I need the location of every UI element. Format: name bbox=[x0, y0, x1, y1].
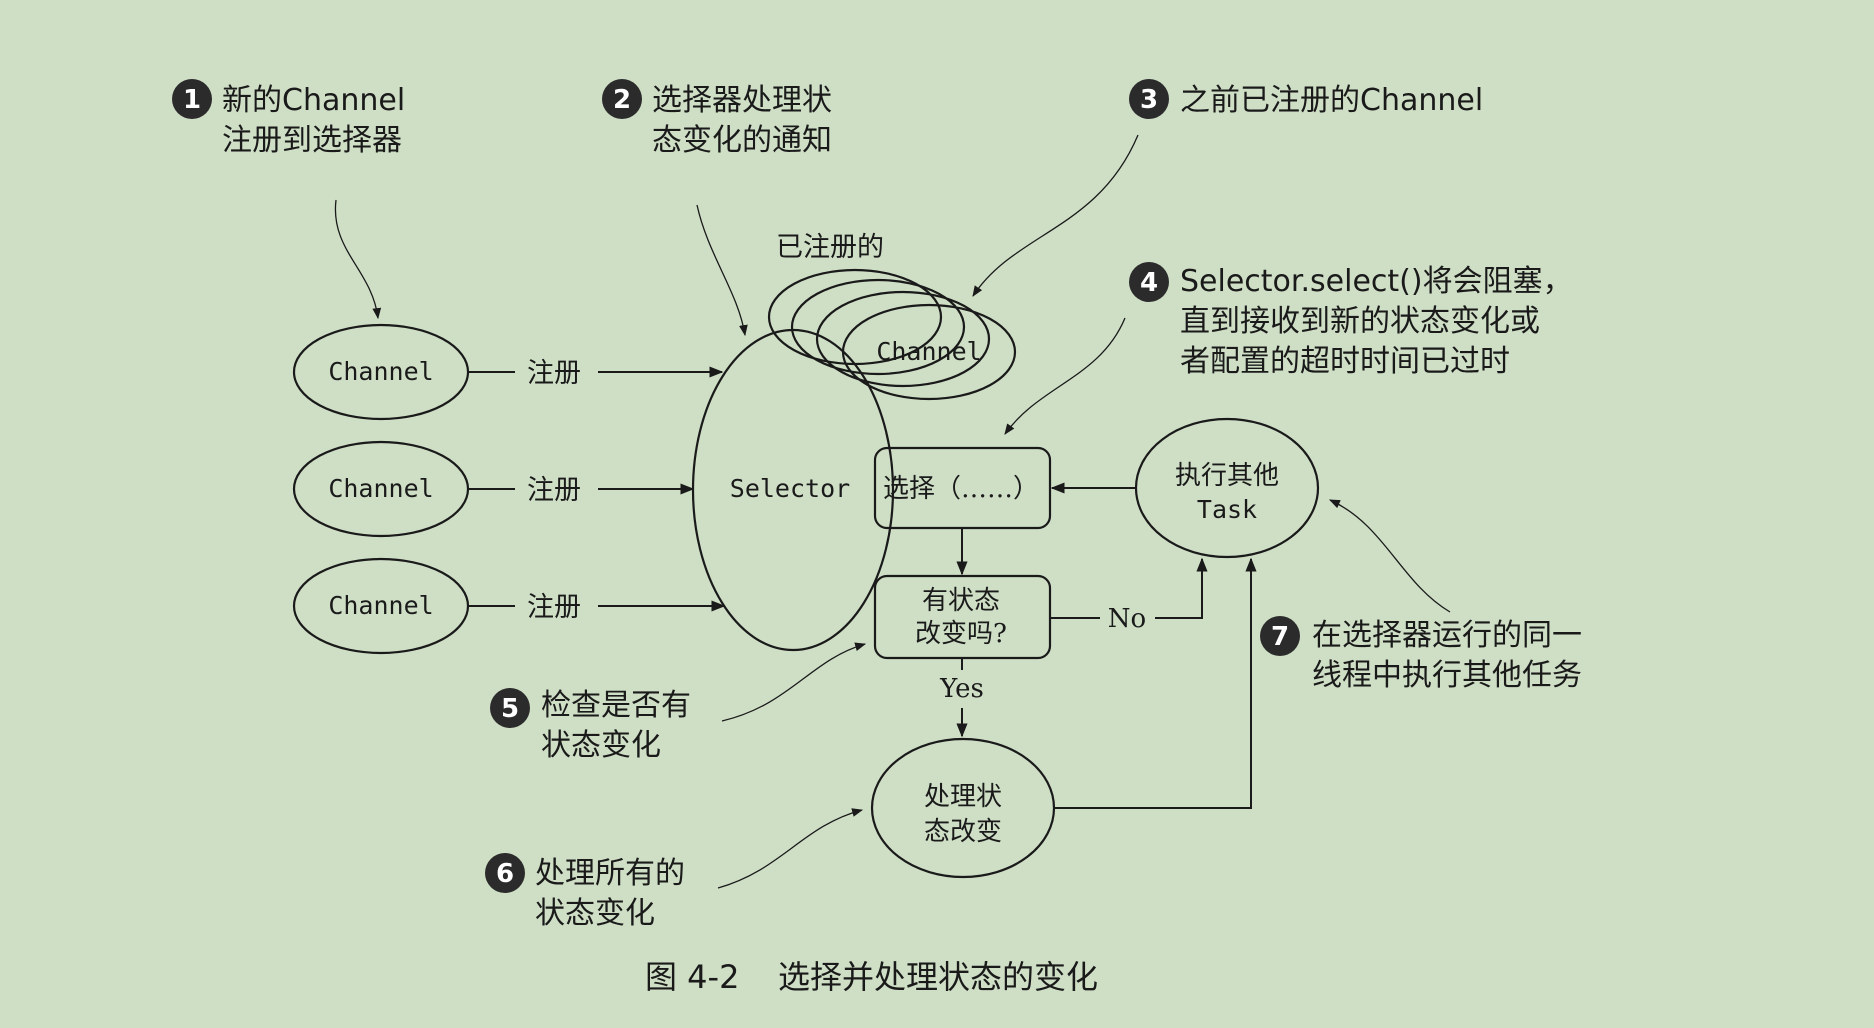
callout-6-badge bbox=[485, 853, 525, 893]
callout-3-badge bbox=[1129, 79, 1169, 119]
callout-5-number: 5 bbox=[501, 694, 519, 724]
callout-7: 7 在选择器运行的同一 线程中执行其他任务 bbox=[1260, 499, 1582, 693]
callout-7-badge bbox=[1260, 616, 1300, 656]
process-state-line1: 处理状 bbox=[924, 782, 1002, 812]
yes-edge: Yes bbox=[939, 658, 984, 738]
callout-3-pointer bbox=[972, 134, 1139, 297]
callout-7-line2: 线程中执行其他任务 bbox=[1312, 658, 1582, 693]
caption-label: 图 4-2 bbox=[645, 958, 739, 996]
process-to-task-arrow bbox=[1054, 557, 1257, 809]
callout-7-number: 7 bbox=[1271, 622, 1289, 652]
state-change-check-line2: 改变吗? bbox=[915, 619, 1007, 649]
callout-3-line1: 之前已注册的Channel bbox=[1180, 83, 1483, 118]
callout-7-line1: 在选择器运行的同一 bbox=[1312, 618, 1582, 653]
callout-2-line1: 选择器处理状 bbox=[652, 83, 832, 118]
callout-4-badge bbox=[1129, 262, 1169, 302]
no-edge-line-b bbox=[1155, 557, 1208, 619]
callout-4-line3: 者配置的超时时间已过时 bbox=[1180, 344, 1510, 379]
callout-1: 1 新的Channel 注册到选择器 bbox=[172, 79, 405, 320]
registered-channel-layer-2 bbox=[790, 278, 966, 376]
callout-4-pointer bbox=[1004, 317, 1126, 435]
channel-2-label: Channel bbox=[328, 474, 433, 503]
other-task-line1: 执行其他 bbox=[1175, 461, 1279, 491]
callout-2-number: 2 bbox=[613, 85, 631, 115]
channel-1-label: Channel bbox=[328, 357, 433, 386]
callout-1-line1: 新的Channel bbox=[222, 83, 405, 118]
callout-7-pointer bbox=[1328, 499, 1451, 613]
registered-channel-front bbox=[841, 303, 1017, 401]
channel-3: Channel bbox=[292, 557, 470, 655]
select-box-label: 选择（……） bbox=[883, 474, 1039, 504]
callout-2-badge bbox=[602, 79, 642, 119]
callout-2-pointer bbox=[696, 204, 748, 337]
register-edge-1-label: 注册 bbox=[527, 358, 581, 389]
yes-edge-label: Yes bbox=[939, 674, 984, 704]
channel-3-label: Channel bbox=[328, 591, 433, 620]
register-edge-3-label: 注册 bbox=[527, 592, 581, 623]
callout-3: 3 之前已注册的Channel bbox=[972, 79, 1483, 297]
register-edge-3: 注册 bbox=[468, 592, 726, 623]
process-state-line2: 态改变 bbox=[924, 817, 1002, 847]
register-edge-2: 注册 bbox=[468, 475, 695, 506]
caption-text: 选择并处理状态的变化 bbox=[778, 958, 1098, 996]
register-edge-1: 注册 bbox=[468, 358, 724, 389]
figure-caption: 图 4-2 选择并处理状态的变化 bbox=[645, 958, 1098, 996]
channel-2: Channel bbox=[292, 440, 470, 538]
registered-channel-label: Channel bbox=[876, 337, 981, 366]
callout-5-pointer bbox=[721, 642, 867, 722]
callout-2-line2: 态变化的通知 bbox=[652, 123, 832, 158]
callout-4-number: 4 bbox=[1140, 268, 1158, 298]
callout-2: 2 选择器处理状 态变化的通知 bbox=[602, 79, 832, 337]
other-task-line2: Task bbox=[1197, 495, 1257, 524]
callout-6-line1: 处理所有的 bbox=[535, 856, 685, 891]
callout-1-number: 1 bbox=[183, 85, 201, 115]
no-edge: No bbox=[1050, 557, 1208, 634]
callout-5-line2: 状态变化 bbox=[541, 728, 661, 763]
callout-4: 4 Selector.select()将会阻塞， 直到接收到新的状态变化或 者配… bbox=[1004, 262, 1573, 435]
callout-5: 5 检查是否有 状态变化 bbox=[490, 642, 867, 763]
callout-4-line2: 直到接收到新的状态变化或 bbox=[1180, 304, 1540, 339]
callout-5-badge bbox=[490, 688, 530, 728]
callout-5-line1: 检查是否有 bbox=[541, 688, 691, 723]
state-change-check-line1: 有状态 bbox=[922, 586, 1000, 616]
no-edge-label: No bbox=[1108, 604, 1146, 634]
register-edge-2-label: 注册 bbox=[527, 475, 581, 506]
callout-6: 6 处理所有的 状态变化 bbox=[485, 808, 864, 931]
callout-1-pointer bbox=[334, 199, 382, 320]
callout-3-number: 3 bbox=[1140, 85, 1158, 115]
callout-6-line2: 状态变化 bbox=[535, 896, 655, 931]
callout-1-badge bbox=[172, 79, 212, 119]
registered-label: 已注册的 bbox=[776, 232, 884, 263]
selector-label: Selector bbox=[730, 474, 850, 503]
registered-channel-layer-1 bbox=[767, 268, 943, 366]
callout-4-line1: Selector.select()将会阻塞， bbox=[1180, 264, 1573, 299]
registered-channel-stack: Channel 已注册的 bbox=[767, 232, 1017, 401]
callout-1-line2: 注册到选择器 bbox=[222, 123, 402, 158]
callout-6-pointer bbox=[717, 808, 864, 889]
channel-1: Channel bbox=[292, 323, 470, 421]
callout-6-number: 6 bbox=[496, 859, 514, 889]
registered-channel-layer-3 bbox=[815, 290, 991, 388]
